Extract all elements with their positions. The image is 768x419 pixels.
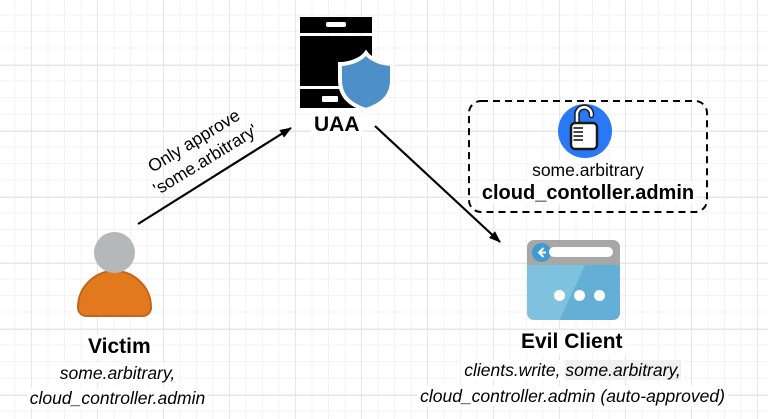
scope-box-line1-text: some.arbitrary [529, 160, 647, 180]
person-body [77, 270, 152, 317]
victim-scopes: some.arbitrary, cloud_controller.admin [0, 363, 235, 409]
evil-client-scopes: clients.write, some.arbitrary, cloud_con… [380, 360, 765, 407]
phone-home-button [322, 96, 338, 102]
evil-client-scope2: cloud_controller.admin (auto-approved) [417, 386, 728, 406]
scope-box-line2: cloud_contoller.admin [468, 182, 708, 205]
evil-client-browser-icon [527, 240, 620, 320]
evil-client-scope1-highlight: some.arbitrary, [565, 360, 681, 380]
browser-address-bar [549, 247, 613, 257]
evil-client-scope1: clients.write, some.arbitrary, [461, 360, 684, 380]
victim-person-icon [74, 230, 154, 318]
victim-scope1: some.arbitrary, [56, 363, 179, 383]
uaa-server-icon [300, 17, 372, 108]
uaa-label: UAA [311, 113, 363, 137]
phone-screen [300, 36, 372, 86]
unlock-icon [558, 104, 612, 158]
phone-top-bar [300, 17, 372, 33]
phone-bottom-bar [300, 89, 372, 108]
scope-box-line2-text: cloud_contoller.admin [478, 182, 698, 204]
phone-speaker [326, 22, 346, 27]
browser-dots [533, 288, 620, 306]
evil-client-scope1-plain: clients.write, [464, 360, 566, 380]
approval-arrow-label: Only approve 'some.arbitrary' [113, 86, 285, 215]
victim-label: Victim [85, 335, 154, 359]
browser-back-icon [532, 243, 551, 262]
victim-scope2: cloud_controller.admin [26, 388, 209, 408]
person-head [94, 232, 135, 273]
scope-box-line1: some.arbitrary [468, 160, 708, 181]
evil-client-label: Evil Client [518, 330, 626, 354]
